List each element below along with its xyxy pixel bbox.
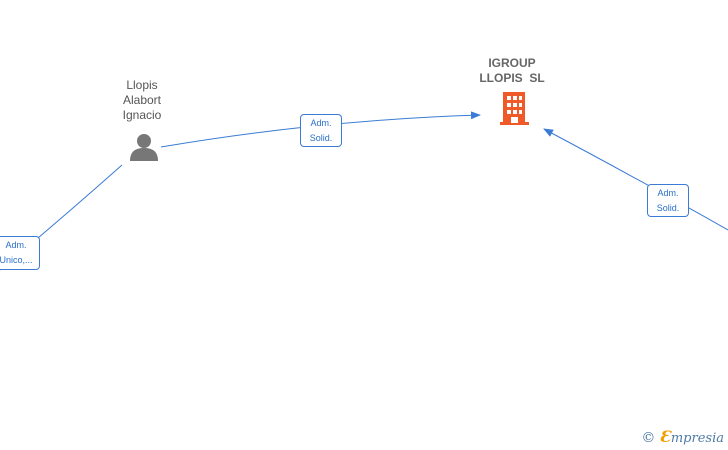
person-icon[interactable] [130,134,158,161]
person-name-line3: Ignacio [122,108,162,122]
edge-label-line2: Unico,... [0,255,33,265]
building-icon[interactable] [500,92,529,125]
copyright-icon: © [641,430,656,446]
empresia-watermark: ©Ɛmpresia [641,427,724,446]
company-node-label[interactable]: IGROUP LLOPIS SL [462,56,562,86]
company-name-line1: IGROUP [488,56,536,70]
empresia-logo-text: mpresia [670,431,724,446]
empresia-logo-e: Ɛ [659,427,671,446]
edge-label-line2: Solid. [309,133,333,143]
person-node-label[interactable]: Llopis Alabort Ignacio [104,78,180,123]
person-name-line2: Alabort [122,93,162,107]
person-name-line1: Llopis [126,78,158,92]
edge-label-line1: Adm. [657,188,679,198]
edge-label-right-to-company[interactable]: Adm. Solid. [647,184,689,217]
edge-label-line1: Adm. [310,118,332,128]
edge-right-to-company [543,128,728,231]
edge-label-line2: Solid. [656,203,680,213]
edge-label-left-to-person[interactable]: Adm. Unico,... [0,236,40,270]
edge-label-line1: Adm. [5,240,27,250]
company-name-line2: LLOPIS SL [479,71,545,85]
edge-label-person-to-company[interactable]: Adm. Solid. [300,114,342,147]
